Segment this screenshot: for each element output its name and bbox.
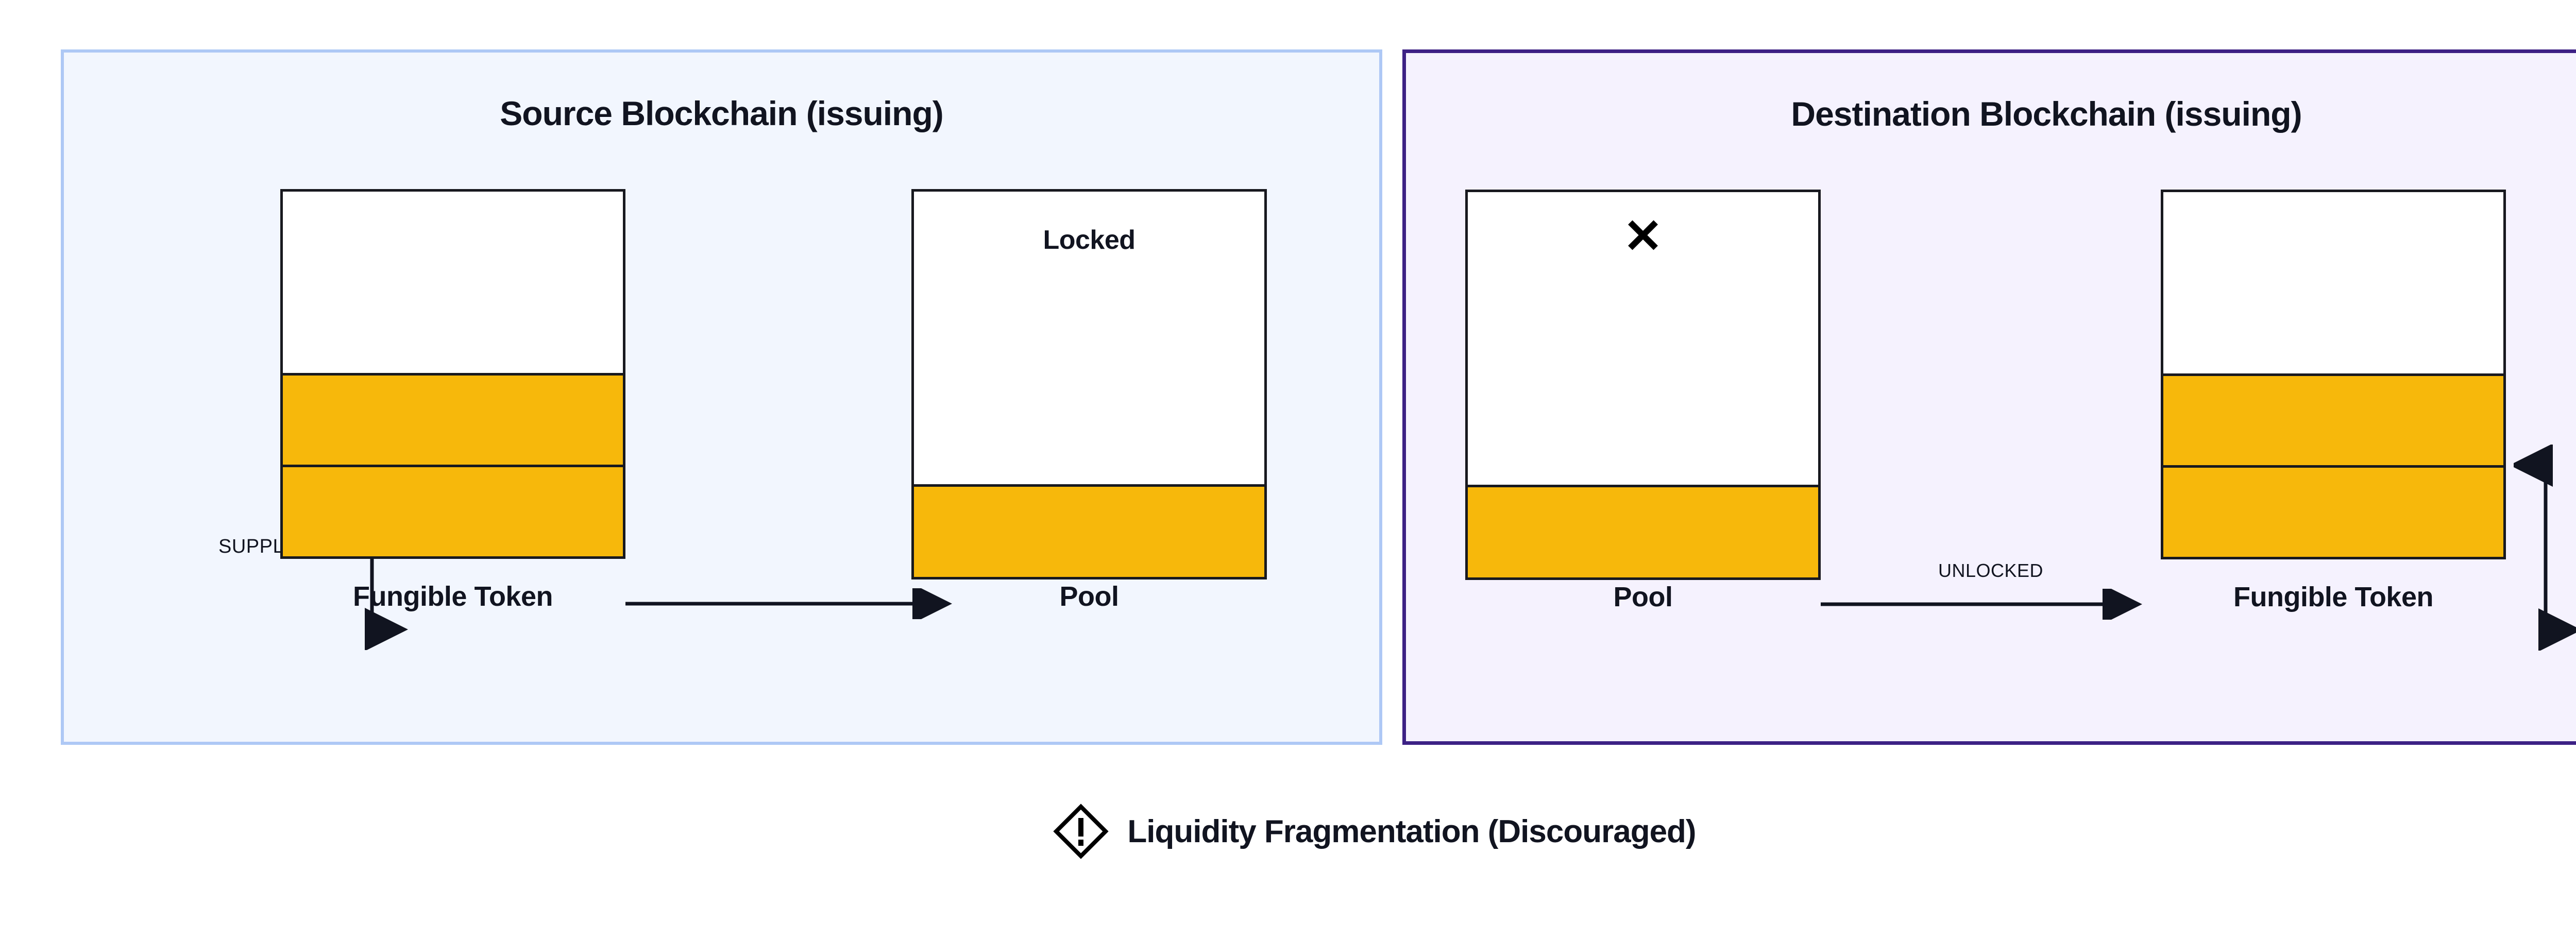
destination-pool-blocked-segment: ✕ [1468,213,1818,577]
panel-source-blockchain: Source Blockchain (issuing) SUPPLY Fungi… [61,49,1382,745]
source-lock-flow-arrow [625,584,971,624]
source-fungible-token-supply-upper-segment [283,373,623,465]
destination-fungible-token-caption: Fungible Token [2233,582,2433,612]
panel-source-title: Source Blockchain (issuing) [500,94,944,132]
source-pool-column: Locked Pool [911,189,1267,612]
supply-double-arrow-icon [2510,444,2576,652]
destination-fungible-token-supply-lower-segment [2163,465,2503,557]
destination-pool-empty-segment [1468,192,1818,485]
source-fungible-token-supply-lower-segment [283,465,623,556]
destination-fungible-token-column: Fungible Token [2161,190,2506,612]
source-fungible-token-bar [280,189,625,559]
panel-destination-blockchain: Destination Blockchain (issuing) ✕ Pool … [1402,49,2576,745]
arrow-right-icon [1821,584,2142,624]
destination-unlocked-label: UNLOCKED [1938,560,2044,581]
arrow-right-icon [625,584,952,624]
destination-unlock-flow-arrow: UNLOCKED [1821,560,2161,624]
liquidity-fragmentation-text: Liquidity Fragmentation (Discouraged) [1127,813,1696,849]
source-pool-locked-segment: Locked [914,225,1264,577]
destination-fungible-token-supply-upper-segment [2163,373,2503,465]
destination-fungible-token-empty-segment [2163,192,2503,373]
source-pool-bar: Locked [911,189,1267,579]
destination-pool-column: ✕ Pool [1465,190,1821,612]
panel-destination-title: Destination Blockchain (issuing) [1791,95,2302,133]
source-fungible-token-empty-segment [283,192,623,373]
source-pool-empty-segment [914,192,1264,484]
liquidity-fragmentation-note: Liquidity Fragmentation (Discouraged) [0,804,2576,859]
destination-pool-caption: Pool [1613,582,1673,612]
destination-supply-indicator: SUPPLY [2510,444,2576,652]
source-pool-caption: Pool [1059,581,1120,612]
destination-fungible-token-bar [2161,190,2506,559]
source-pool-locked-label: Locked [1043,225,1136,255]
source-fungible-token-column: Fungible Token [280,189,625,612]
warning-diamond-icon [1053,804,1109,859]
x-mark-icon: ✕ [1623,210,1663,263]
source-fungible-token-caption: Fungible Token [353,581,553,612]
destination-pool-bar: ✕ [1465,190,1821,580]
